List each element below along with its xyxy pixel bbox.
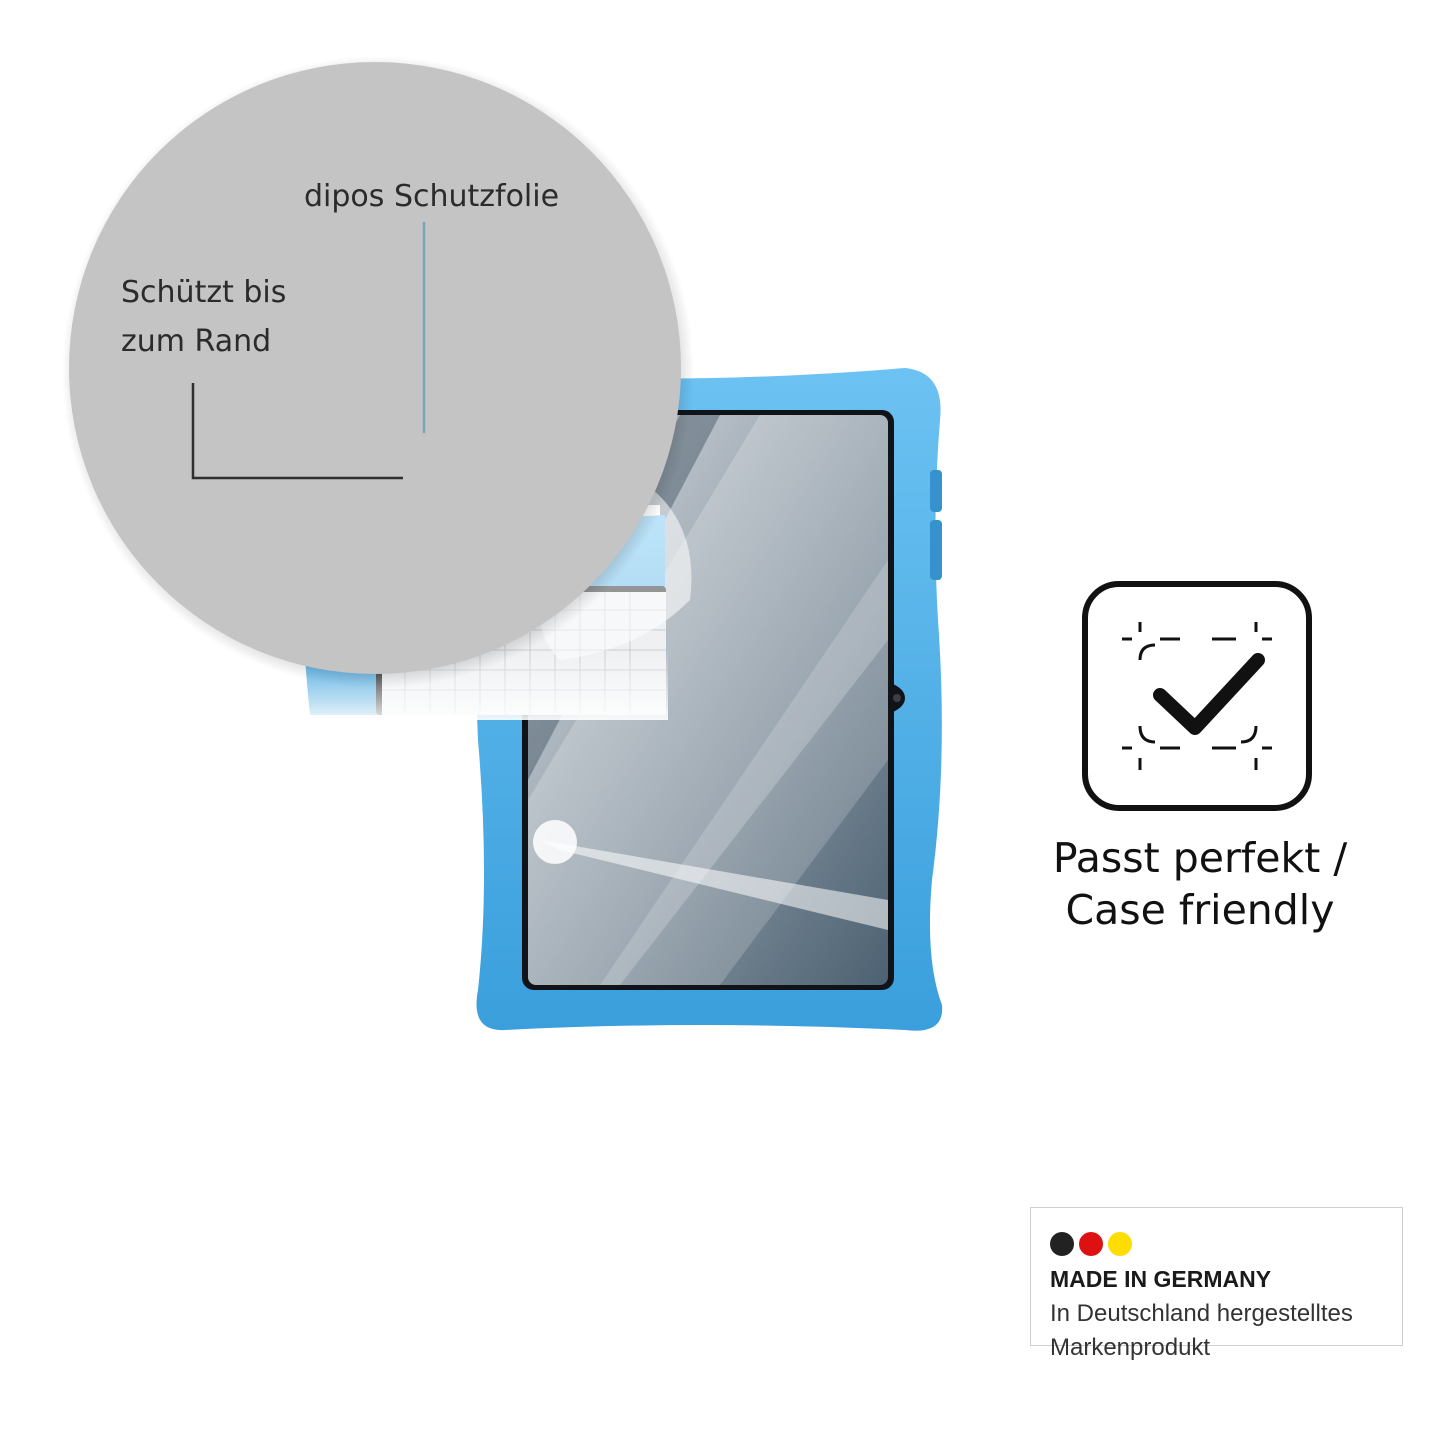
side-button-2 bbox=[930, 520, 942, 580]
german-flag-dots bbox=[1050, 1232, 1137, 1260]
check-in-focus-frame-icon bbox=[1082, 581, 1312, 811]
edge-protection-label: Schützt bis zum Rand bbox=[121, 268, 286, 366]
zoom-circle bbox=[62, 56, 694, 688]
edge-label-line-1: Schützt bis bbox=[121, 275, 287, 310]
made-in-germany-badge: MADE IN GERMANY In Deutschland hergestel… bbox=[1030, 1207, 1403, 1361]
camera-icon bbox=[893, 694, 901, 702]
badge-line-1: In Deutschland hergestelltes bbox=[1050, 1300, 1353, 1327]
feature-label-line-1: Passt perfekt / bbox=[1052, 834, 1348, 882]
flag-dot-black bbox=[1050, 1232, 1074, 1256]
badge-line-2: Markenprodukt bbox=[1050, 1334, 1211, 1361]
edge-pointer-line bbox=[191, 383, 403, 480]
case-friendly-label: Passt perfekt / Case friendly bbox=[1005, 832, 1395, 936]
feature-label-line-2: Case friendly bbox=[1065, 886, 1335, 934]
film-label: dipos Schutzfolie bbox=[304, 179, 560, 214]
flag-dot-red bbox=[1079, 1232, 1103, 1256]
badge-title: MADE IN GERMANY bbox=[1050, 1266, 1272, 1292]
side-button-1 bbox=[930, 470, 942, 512]
edge-label-line-2: zum Rand bbox=[121, 324, 272, 359]
flag-dot-gold bbox=[1108, 1232, 1132, 1256]
